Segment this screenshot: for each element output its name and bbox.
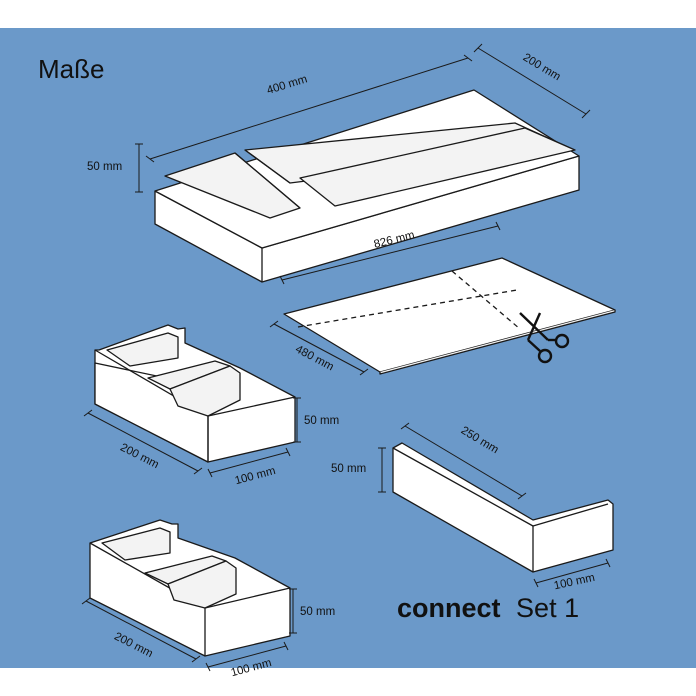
module-b-height-label: 50 mm: [300, 606, 335, 618]
brand-suffix: Set 1: [516, 593, 579, 623]
tray-height-label: 50 mm: [87, 161, 122, 173]
diagram-title: Maße: [38, 54, 104, 84]
bracket-height-label: 50 mm: [331, 463, 366, 475]
brand-name: connect Set 1: [397, 593, 579, 623]
module-b: [89, 519, 291, 657]
scissors-icon: [519, 312, 570, 364]
mat-cut-line-horizontal: [297, 289, 518, 328]
module-a: [94, 324, 296, 463]
drawer-mat: [283, 257, 616, 375]
dimension-lines: [81, 43, 611, 672]
mat-cut-line-diagonal: [451, 270, 521, 330]
tray-compartment-long-2: [299, 127, 576, 207]
cutlery-tray: [154, 89, 580, 283]
brand-word: connect: [397, 593, 501, 623]
dimensions-diagram: Maße: [0, 28, 696, 679]
corner-bracket: [392, 442, 614, 573]
module-a-height-label: 50 mm: [304, 415, 339, 427]
